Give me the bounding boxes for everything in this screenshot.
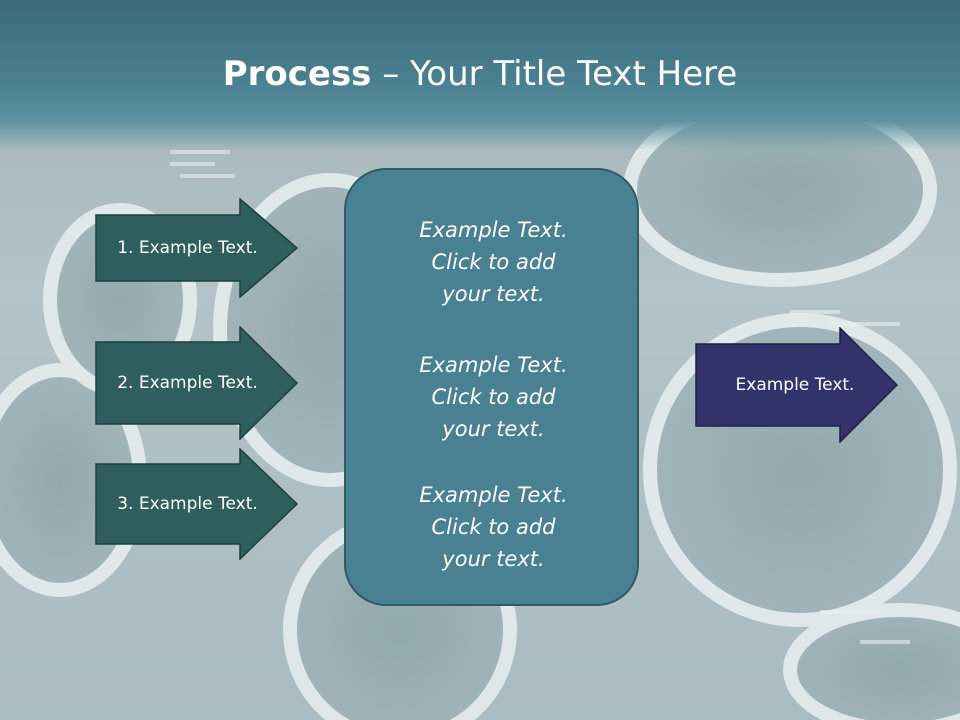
center-item-2: Example Text. Click to add your text. [346,349,641,445]
center-item-3-line-3: your text. [442,547,545,571]
title-rest-part: – Your Title Text Here [371,54,738,94]
center-item-2-line-2: Click to add [431,385,556,409]
left-arrow-3-label: 3. Example Text. [117,494,258,514]
left-arrow-1-label: 1. Example Text. [117,238,258,258]
title-bar [0,0,960,150]
left-arrow-3[interactable]: 3. Example Text. [95,448,298,560]
center-item-1-line-3: your text. [442,282,545,306]
left-arrow-1[interactable]: 1. Example Text. [95,198,298,298]
center-item-3: Example Text. Click to add your text. [346,479,641,575]
center-item-1-line-2: Click to add [431,250,556,274]
right-arrow[interactable]: Example Text. [695,327,898,443]
title-bold-part: Process [222,54,372,94]
center-item-3-line-1: Example Text. [419,483,568,507]
center-item-1: Example Text. Click to add your text. [346,214,641,310]
center-content-box[interactable]: Example Text. Click to add your text. Ex… [344,168,639,606]
center-item-3-line-2: Click to add [431,515,556,539]
center-item-1-line-1: Example Text. [419,218,568,242]
center-item-2-line-1: Example Text. [419,353,568,377]
slide-title[interactable]: Process – Your Title Text Here [0,52,960,96]
center-item-2-line-3: your text. [442,417,545,441]
right-arrow-label: Example Text. [735,375,855,395]
left-arrow-2[interactable]: 2. Example Text. [95,326,298,440]
left-arrow-2-label: 2. Example Text. [117,373,258,393]
